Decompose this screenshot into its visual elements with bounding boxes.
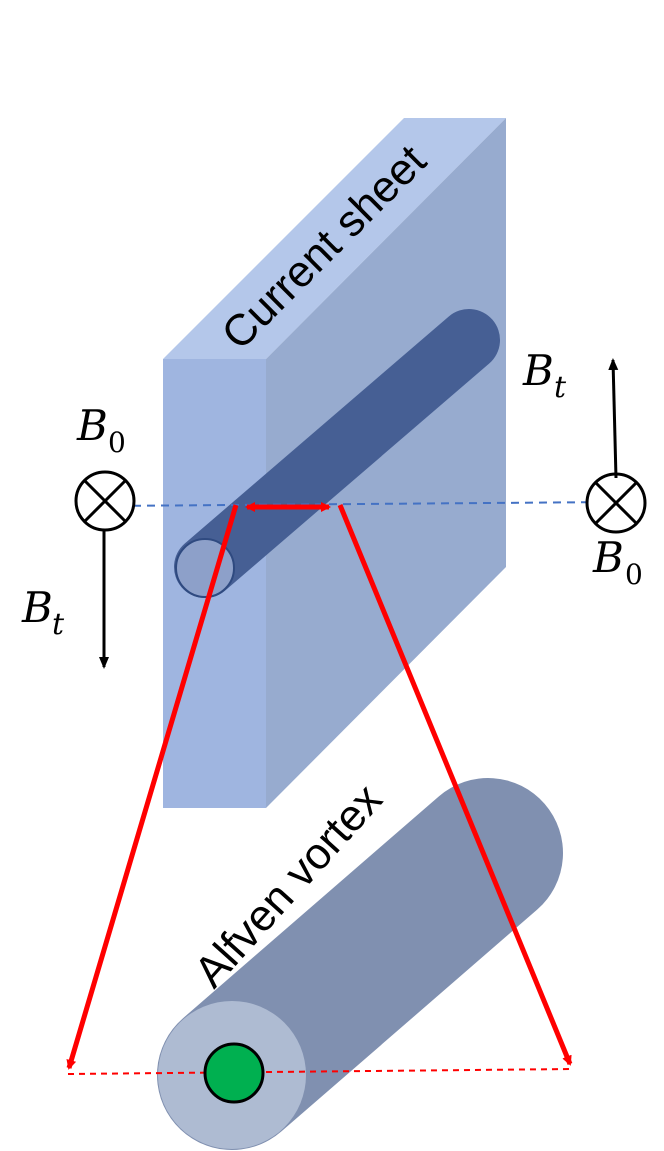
bt-label-left: B t <box>21 583 65 642</box>
bt-left-main: B <box>21 583 53 632</box>
vortex-core <box>203 1042 265 1104</box>
bt-label-right: B t <box>522 346 567 405</box>
bt-left-sub: t <box>52 607 65 642</box>
current-sheet-top-face <box>163 118 506 359</box>
bt-arrow-right <box>608 358 619 479</box>
b0-left-main: B <box>76 401 108 450</box>
b0-right-main: B <box>592 533 624 582</box>
b0-left-sub: 0 <box>108 426 126 459</box>
b0-label-right: B 0 <box>592 533 643 591</box>
b0-right-sub: 0 <box>625 558 643 591</box>
bt-right-sub: t <box>554 370 567 405</box>
b0-label-left: B 0 <box>76 401 126 459</box>
current-sheet-side-face <box>266 118 506 808</box>
b0-into-page-left-icon <box>74 470 136 532</box>
dashed-guide-line <box>104 501 617 507</box>
bt-right-main: B <box>522 346 554 395</box>
flux-tube-body <box>174 309 500 598</box>
b0-into-page-right-icon <box>585 472 647 534</box>
red-projection-right <box>337 504 573 1066</box>
alfven-vortex <box>157 778 563 1150</box>
red-projection-left <box>66 504 239 1070</box>
bottom-red-dashed-line <box>67 1068 574 1075</box>
